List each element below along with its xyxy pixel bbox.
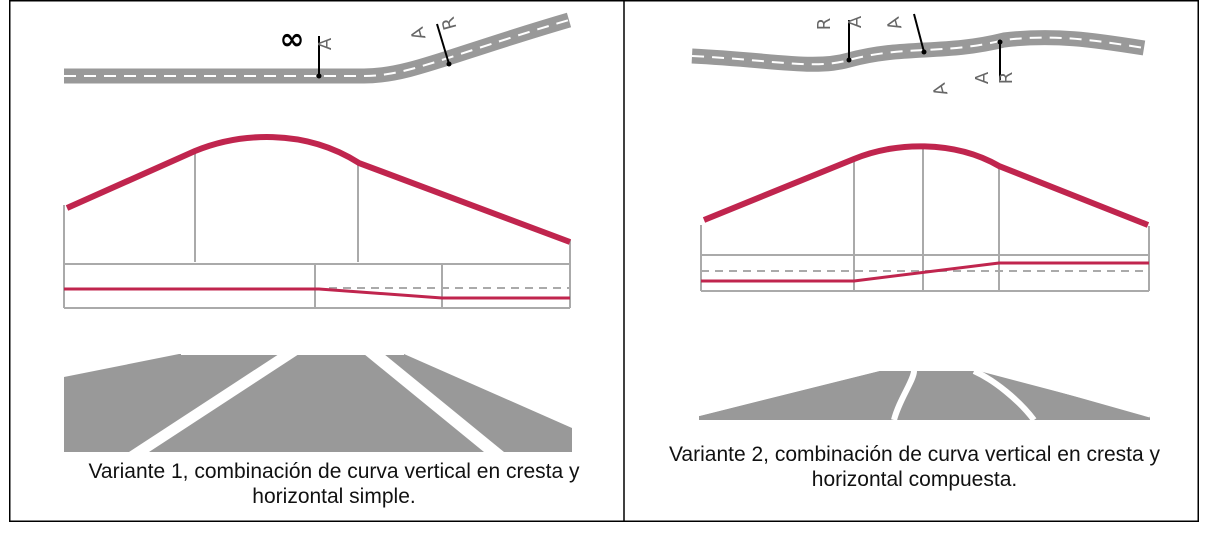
variant-2-perspective-road <box>698 367 1151 422</box>
variant-2-curvature-line <box>701 261 1149 283</box>
variant-2-drawing: R A A A A R <box>691 13 1151 422</box>
radius-r-label: R <box>814 18 835 31</box>
variant-1-drawing: ∞ A A R <box>63 12 572 452</box>
radius-r-label: R <box>438 15 462 33</box>
variant-2-profile-grid <box>700 148 1150 292</box>
variant-1-vertical-crest-curve <box>65 134 572 245</box>
variant-2-plan-road <box>691 30 1146 72</box>
spiral-a-label: A <box>407 24 431 42</box>
variant-2-panel: R A A A A R <box>624 0 1199 522</box>
comparison-table: ∞ A A R <box>9 0 1199 522</box>
spiral-a-label: A <box>929 80 953 98</box>
table-borders <box>9 0 1199 522</box>
radius-r-label: R <box>996 72 1017 85</box>
infinity-label: ∞ <box>280 22 305 57</box>
spiral-a-label: A <box>315 37 336 50</box>
variant-1-curvature-line <box>64 287 570 300</box>
variant-1-caption: Variante 1, combinación de curva vertica… <box>88 460 580 508</box>
variant-1-perspective-road <box>64 353 572 452</box>
variant-1-plan-labels: ∞ A A R <box>280 15 462 57</box>
variant-2-plan-labels: R A A A A R <box>814 14 1017 98</box>
spiral-a-label: A <box>845 15 866 28</box>
variant-1-plan-road <box>64 12 572 84</box>
variant-2-vertical-crest-curve <box>702 143 1150 228</box>
variant-1-panel: ∞ A A R <box>9 0 624 522</box>
spiral-a-label: A <box>972 71 993 84</box>
variant-1-plan-markers <box>316 23 452 79</box>
variant-2-caption: Variante 2, combinación de curva vertica… <box>668 443 1161 491</box>
variant-2-plan-markers <box>846 13 1003 80</box>
spiral-a-label: A <box>883 14 907 32</box>
